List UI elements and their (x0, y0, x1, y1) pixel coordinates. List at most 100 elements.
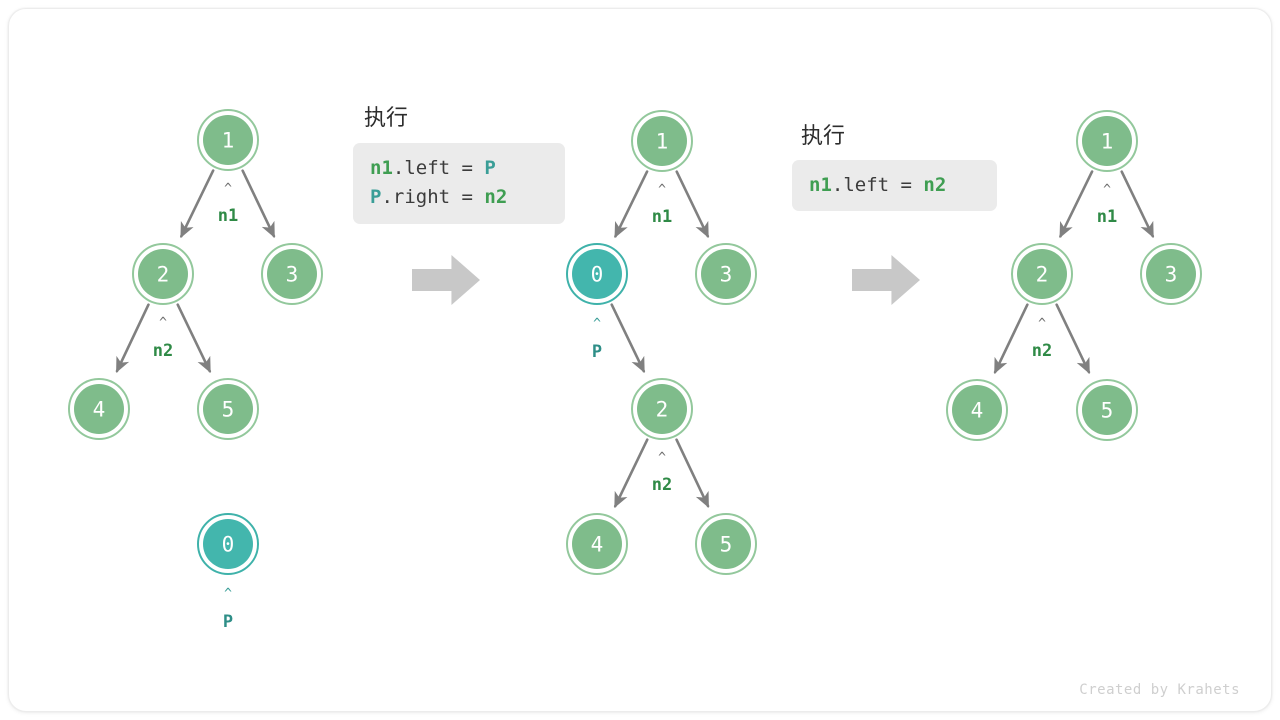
tree-edge (176, 303, 212, 374)
tree-node-ring (631, 378, 693, 440)
pointer-label: n1 (217, 206, 239, 226)
pointer-caret-icon: ^ (159, 315, 167, 331)
code-token: n2 (484, 186, 508, 209)
tree-node-value: 0 (590, 262, 604, 287)
tree-edge (115, 303, 150, 373)
tree-edge (1059, 170, 1094, 239)
tree-node-ring (566, 243, 628, 305)
tree-node-value: 5 (719, 532, 733, 557)
tree-node-circle (1082, 385, 1132, 435)
pointer-caret-icon: ^ (593, 316, 601, 332)
tree-node-circle (203, 384, 253, 434)
code-token: P (484, 157, 496, 179)
tree-node-value: 4 (970, 398, 984, 423)
tree-node-circle (701, 519, 751, 569)
tree-node-value: 1 (655, 129, 669, 154)
step-heading-2: 执行 (801, 124, 846, 149)
credit-text: Created by Krahets (1079, 682, 1240, 698)
tree-node-ring (261, 243, 323, 305)
tree-node-circle (701, 249, 751, 299)
pointer-label: n2 (651, 475, 673, 495)
block-arrow-1 (412, 255, 480, 305)
tree-node-value: 0 (221, 532, 235, 557)
tree-node-value: 1 (221, 128, 235, 153)
tree-edge (613, 438, 649, 509)
tree-node-ring (631, 110, 693, 172)
tree-node-circle (1017, 249, 1067, 299)
tree-edge (614, 170, 649, 239)
tree-node-ring (132, 243, 194, 305)
tree-node-ring (1011, 243, 1073, 305)
tree-node-ring (197, 378, 259, 440)
tree-edge (180, 169, 215, 239)
tree-node-circle (572, 249, 622, 299)
tree-node-ring (197, 109, 259, 171)
pointer-caret-icon: ^ (224, 586, 232, 602)
tree-nodes (68, 109, 1202, 575)
pointer-caret-icon: ^ (1103, 182, 1111, 198)
pointer-caret-icon: ^ (1038, 316, 1046, 332)
tree-node-ring (946, 379, 1008, 441)
tree-node-circle (203, 519, 253, 569)
tree-node-circle (138, 249, 188, 299)
tree-edge (241, 169, 276, 238)
pointer-caret-icon: ^ (658, 450, 666, 466)
code-block-2: n1.left = n2 (792, 160, 997, 212)
pointer-label: P (591, 342, 603, 362)
tree-node-circle (1146, 249, 1196, 299)
tree-node-circle (952, 385, 1002, 435)
code-token: n1 (370, 157, 393, 179)
tree-node-circle (572, 519, 622, 569)
code-token: .left = (392, 157, 485, 179)
tree-edges (115, 169, 1155, 509)
step-block-arrows (412, 255, 920, 305)
tree-node-circle (203, 115, 253, 165)
tree-edge (993, 303, 1029, 374)
tree-node-ring (566, 513, 628, 575)
tree-edge (1120, 170, 1155, 239)
code-token: .right = (381, 186, 485, 209)
tree-node-value: 4 (92, 397, 106, 422)
tree-node-circle (637, 116, 687, 166)
pointer-caret-icon: ^ (224, 181, 232, 197)
tree-node-ring (197, 513, 259, 575)
pointer-label: n1 (651, 207, 673, 227)
tree-edge (610, 303, 646, 374)
code-line: n1.left = n2 (809, 171, 980, 200)
tree-node-value: 5 (1100, 398, 1114, 423)
tree-node-value: 3 (1164, 262, 1178, 287)
tree-node-ring (68, 378, 130, 440)
pointer-label: n2 (1031, 341, 1053, 361)
code-line: n1.left = P (370, 154, 548, 183)
tree-node-value: 4 (590, 532, 604, 557)
tree-node-value: 3 (719, 262, 733, 287)
tree-edge (675, 170, 710, 239)
code-token: .left = (831, 174, 924, 196)
tree-edge (675, 438, 710, 508)
tree-node-value: 2 (655, 397, 669, 422)
code-token: P (370, 186, 382, 209)
tree-node-ring (695, 243, 757, 305)
tree-node-value: 5 (221, 397, 235, 422)
tree-node-ring (1076, 110, 1138, 172)
tree-node-circle (1082, 116, 1132, 166)
tree-node-circle (637, 384, 687, 434)
pointer-label: n2 (152, 341, 174, 361)
tree-node-ring (1076, 379, 1138, 441)
tree-edge (1055, 303, 1091, 374)
pointer-label: P (222, 612, 234, 632)
pointer-caret-icon: ^ (658, 182, 666, 198)
code-token: n2 (923, 174, 947, 196)
tree-node-ring (1140, 243, 1202, 305)
tree-node-circle (74, 384, 124, 434)
code-line: P.right = n2 (370, 183, 548, 212)
block-arrow-2 (852, 255, 920, 305)
tree-node-value: 1 (1100, 129, 1114, 154)
code-token: n1 (809, 174, 832, 196)
tree-node-value: 2 (1035, 262, 1049, 287)
tree-node-ring (695, 513, 757, 575)
tree-node-value: 2 (156, 262, 170, 287)
